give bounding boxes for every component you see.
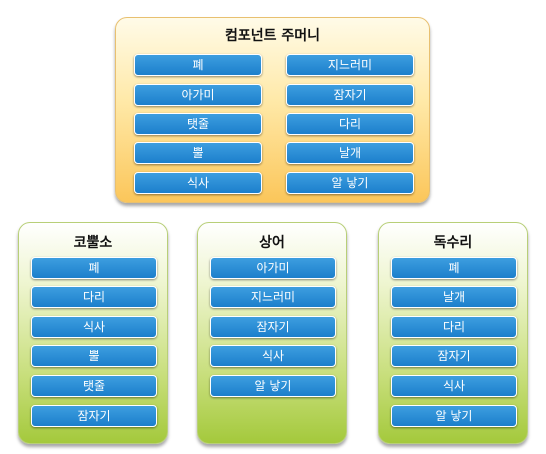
rhino-item[interactable]: 탯줄: [31, 375, 157, 397]
eagle-item[interactable]: 알 낳기: [391, 405, 517, 427]
rhino-panel: 코뿔소 폐 다리 식사 뿔 탯줄 잠자기: [18, 222, 168, 444]
eagle-panel: 독수리 폐 날개 다리 잠자기 식사 알 낳기: [378, 222, 528, 444]
component-item[interactable]: 다리: [286, 113, 414, 135]
rhino-item[interactable]: 다리: [31, 286, 157, 308]
component-item[interactable]: 탯줄: [134, 113, 262, 135]
rhino-item[interactable]: 뿔: [31, 345, 157, 367]
rhino-item[interactable]: 잠자기: [31, 405, 157, 427]
component-item[interactable]: 알 낳기: [286, 172, 414, 194]
component-item[interactable]: 날개: [286, 142, 414, 164]
component-item[interactable]: 뿔: [134, 142, 262, 164]
rhino-item[interactable]: 폐: [31, 257, 157, 279]
component-item[interactable]: 식사: [134, 172, 262, 194]
shark-item[interactable]: 잠자기: [210, 316, 336, 338]
component-item[interactable]: 잠자기: [286, 84, 414, 106]
shark-panel: 상어 아가미 지느러미 잠자기 식사 알 낳기: [197, 222, 347, 444]
shark-item[interactable]: 알 낳기: [210, 375, 336, 397]
eagle-item[interactable]: 다리: [391, 316, 517, 338]
eagle-item[interactable]: 날개: [391, 286, 517, 308]
shark-item[interactable]: 지느러미: [210, 286, 336, 308]
shark-title: 상어: [259, 235, 285, 251]
component-item[interactable]: 아가미: [134, 84, 262, 106]
eagle-item[interactable]: 잠자기: [391, 345, 517, 367]
rhino-title: 코뿔소: [73, 235, 113, 251]
component-bag-panel: 컴포넌트 주머니 폐 아가미 탯줄 뿔 식사 지느러미 잠자기 다리 날개 알 …: [115, 17, 430, 203]
rhino-item[interactable]: 식사: [31, 316, 157, 338]
eagle-item[interactable]: 식사: [391, 375, 517, 397]
eagle-item[interactable]: 폐: [391, 257, 517, 279]
shark-item[interactable]: 식사: [210, 345, 336, 367]
eagle-title: 독수리: [433, 235, 473, 251]
component-bag-title: 컴포넌트 주머니: [224, 28, 321, 44]
shark-item[interactable]: 아가미: [210, 257, 336, 279]
component-item[interactable]: 폐: [134, 54, 262, 76]
component-item[interactable]: 지느러미: [286, 54, 414, 76]
